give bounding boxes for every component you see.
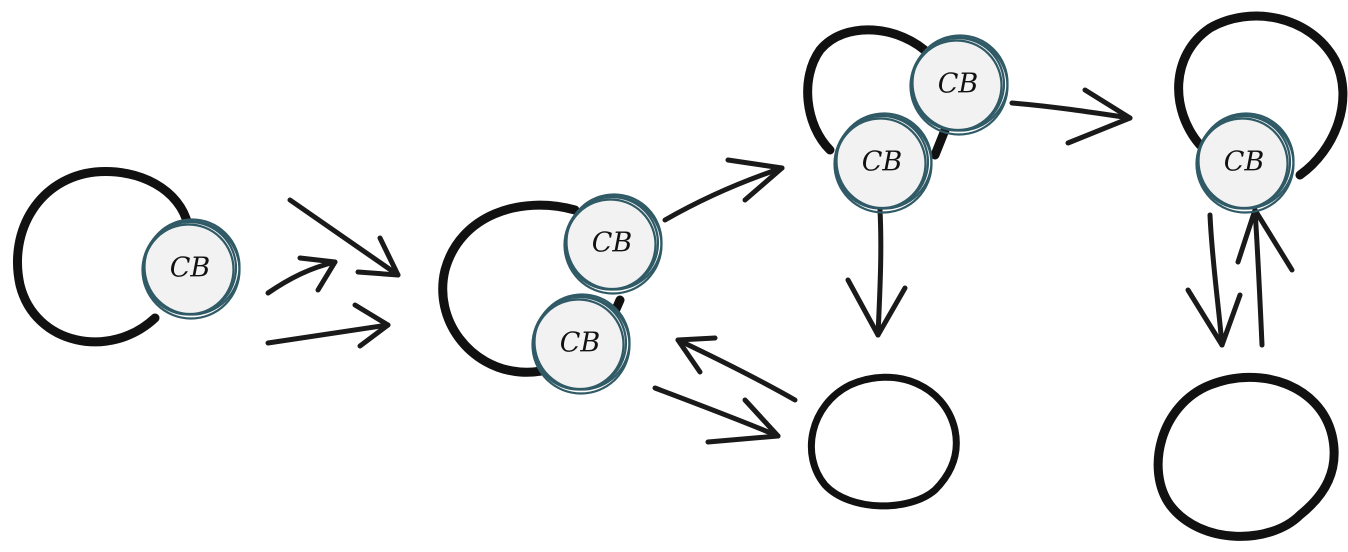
- cb-node-label: CB: [560, 328, 601, 359]
- cb-node: CB: [1195, 112, 1295, 214]
- cb-node-fill: [534, 297, 626, 389]
- arrows-bidirectional-middle: [652, 335, 798, 445]
- cb-node-fill: [836, 116, 928, 208]
- stage-1-ring: [12, 167, 193, 347]
- cb-node-label: CB: [1224, 147, 1265, 178]
- cb-node: CB: [531, 293, 631, 395]
- cb-node-label: CB: [862, 147, 903, 178]
- cb-node: CB: [563, 193, 663, 295]
- arrow-down-middle: [845, 207, 908, 338]
- cb-node: CB: [909, 34, 1009, 136]
- cb-node-fill: [912, 38, 1004, 130]
- arrow-right: [1009, 87, 1133, 146]
- bottom-right-ring: [1153, 372, 1339, 541]
- stage-3-ring: [803, 25, 950, 160]
- arrows-bidirectional-right: [1185, 207, 1295, 348]
- cb-node-outline: [1195, 114, 1295, 214]
- cb-node: CB: [833, 112, 933, 214]
- cb-node-outline: [833, 114, 933, 214]
- cb-node-fill: [1198, 116, 1290, 208]
- cb-node-label: CB: [938, 69, 979, 100]
- cb-node-label: CB: [170, 253, 211, 284]
- arrow-up-right: [662, 157, 785, 223]
- cb-node-fill: [566, 197, 658, 289]
- bottom-middle-ring: [807, 373, 960, 510]
- cb-node-label: CB: [592, 228, 633, 259]
- cb-node: CB: [141, 218, 241, 320]
- arrows-split: [265, 197, 401, 349]
- cb-node-outline: [909, 36, 1009, 136]
- cb-node-fill: [144, 222, 236, 314]
- cb-layer: CB CB CB CB CB CB: [141, 34, 1295, 395]
- cb-node-outline: [563, 195, 663, 295]
- cb-node-outline: [531, 295, 631, 395]
- cb-node-outline: [141, 220, 241, 320]
- stage-4-ring: [1174, 11, 1348, 180]
